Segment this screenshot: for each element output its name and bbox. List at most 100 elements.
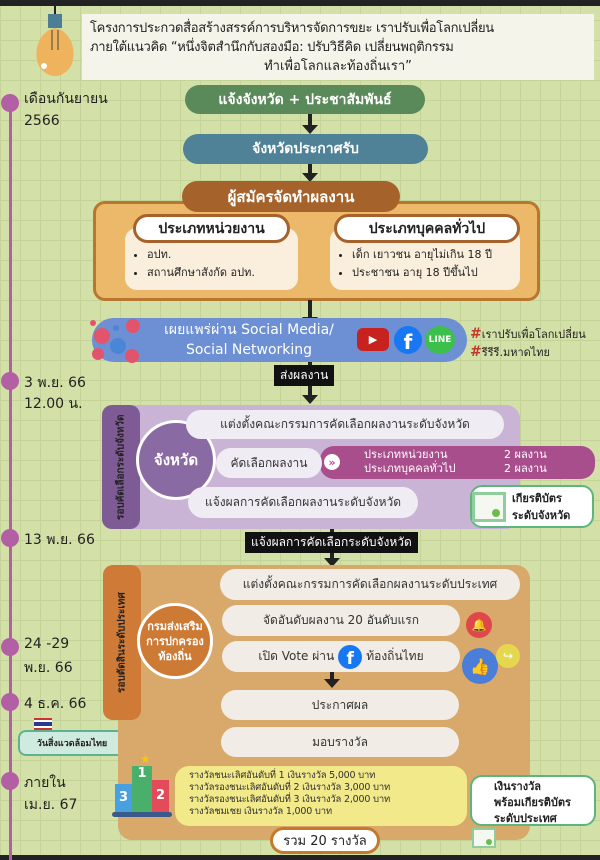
vote-label: เปิด Vote ผ่าน	[258, 649, 335, 663]
certificate-icon	[472, 828, 496, 848]
category-item: สถานศึกษาสังกัด อปท.	[147, 264, 298, 282]
bottom-bar	[0, 855, 600, 860]
cert-label: ระดับจังหวัด	[512, 509, 571, 522]
env-day-label: วันสิ่งแวดล้อมไทย	[36, 739, 108, 749]
timeline-line	[9, 100, 12, 860]
national-cert-card: เงินรางวัลพร้อมเกียรติบัตรระดับประเทศ	[470, 775, 596, 826]
cert-label: เงินรางวัล	[494, 780, 542, 793]
national-rank: จัดอันดับผลงาน 20 อันดับแรก	[222, 605, 460, 636]
line-label: LINE	[428, 335, 452, 345]
prize-item: รางวัลชมเชย เงินรางวัล 1,000 บาท	[189, 806, 332, 817]
top-bar	[0, 0, 600, 6]
prize-box: รางวัลชนะเลิศอันดับที่ 1 เงินรางวัล 5,00…	[175, 766, 467, 826]
social-line-2: Social Networking	[185, 342, 313, 358]
social-line-1: เผยแพร่ผ่าน Social Media/	[164, 322, 334, 338]
title-line-3: ทำเพื่อโลกและท้องถิ่นเรา”	[264, 59, 412, 74]
timeline-date: 2566	[24, 113, 60, 129]
province-result-label: แจ้งผลการคัดเลือกระดับจังหวัด	[245, 532, 418, 553]
arrow-down-icon	[302, 114, 318, 134]
connector-line	[302, 300, 318, 326]
chevron-right-icon: »	[324, 454, 340, 470]
thai-flag-icon	[34, 718, 52, 730]
title-box: โครงการประกวดสื่อสร้างสรรค์การบริหารจัดก…	[82, 14, 594, 80]
podium-icon: ★ 1 2 3	[112, 752, 178, 818]
national-tab-label: รอบตัดสินระดับประเทศ	[116, 592, 128, 693]
province-select: คัดเลือกผลงาน	[216, 448, 322, 478]
social-text: เผยแพร่ผ่าน Social Media/ Social Network…	[146, 320, 352, 360]
podium-second: 2	[152, 780, 169, 812]
podium-third: 3	[115, 784, 132, 812]
prize-item: รางวัลรองชนะเลิศอันดับที่ 3 เงินรางวัล 2…	[189, 794, 391, 805]
province-circle-label: จังหวัด	[153, 451, 199, 469]
province-tab-label: รอบคัดเลือกระดับจังหวัด	[115, 414, 127, 520]
hashtag: #รีรีรี.มหาดไทย	[470, 344, 551, 360]
timeline-dot	[1, 94, 19, 112]
category-item: เด็ก เยาวชน อายุไม่เกิน 18 ปี	[352, 246, 520, 264]
title-line-2: ภายใต้แนวคิด “หนึ่งจิตสำนึกกับสองมือ: ปร…	[90, 40, 454, 55]
timeline-date: เดือนกันยายน	[24, 91, 108, 107]
thumbs-up-icon: 👍	[462, 648, 498, 684]
share-icon: ↪	[496, 644, 520, 668]
national-announce: ประกาศผล	[221, 690, 459, 720]
step-announce: จังหวัดประกาศรับ	[183, 134, 428, 164]
cert-label: ระดับประเทศ	[494, 812, 557, 825]
hashtag: #เราปรับเพื่อโลกเปลี่ยน	[470, 326, 586, 342]
province-tab: รอบคัดเลือกระดับจังหวัด	[102, 405, 140, 529]
line-icon: LINE	[425, 326, 455, 354]
timeline-date: 12.00 น.	[24, 396, 83, 412]
arrow-down-icon	[302, 164, 318, 182]
category-item: ประชาชน อายุ 18 ปีขึ้นไป	[352, 264, 520, 282]
cert-label: เกียรติบัตร	[512, 492, 562, 505]
certificate-icon	[472, 492, 506, 522]
national-award: มอบรางวัล	[221, 727, 459, 757]
timeline-date: ภายใน	[24, 775, 66, 791]
quota-count: 2 ผลงาน	[504, 462, 547, 475]
timeline-dot	[1, 529, 19, 547]
prize-item: รางวัลชนะเลิศอันดับที่ 1 เงินรางวัล 5,00…	[189, 770, 376, 781]
national-circle: กรมส่งเสริมการปกครองท้องถิ่น	[137, 603, 213, 679]
timeline-dot	[1, 638, 19, 656]
timeline-date: พ.ย. 66	[24, 660, 73, 676]
prize-item: รางวัลรองชนะเลิศอันดับที่ 2 เงินรางวัล 3…	[189, 782, 391, 793]
lightbulb-icon	[30, 0, 80, 80]
national-vote: เปิด Vote ผ่าน f ท้องถิ่นไทย	[222, 641, 460, 672]
title-line-1: โครงการประกวดสื่อสร้างสรรค์การบริหารจัดก…	[90, 21, 494, 36]
timeline-date: 3 พ.ย. 66	[24, 375, 86, 391]
province-appoint: แต่งตั้งคณะกรรมการคัดเลือกผลงานระดับจังห…	[186, 410, 504, 439]
cert-label: พร้อมเกียรติบัตร	[494, 796, 571, 809]
hashtag-text: เราปรับเพื่อโลกเปลี่ยน	[481, 328, 586, 341]
arrow-down-icon	[324, 672, 340, 688]
bell-icon: 🔔	[466, 612, 492, 638]
step-applicants: ผู้สมัครจัดทำผลงาน	[182, 181, 400, 212]
national-circle-label: ท้องถิ่น	[158, 649, 192, 663]
hearts-likes-icon	[88, 316, 143, 366]
timeline-dot	[1, 693, 19, 711]
national-appoint: แต่งตั้งคณะกรรมการคัดเลือกผลงานระดับประเ…	[220, 569, 520, 600]
hashtag-text: รีรีรี.มหาดไทย	[481, 346, 551, 359]
national-circle-label: การปกครอง	[146, 634, 204, 648]
category-item: อปท.	[147, 246, 298, 264]
podium-first: 1	[132, 766, 152, 812]
env-day-badge: วันสิ่งแวดล้อมไทย	[18, 718, 126, 756]
timeline-date: 24 -29	[24, 636, 70, 652]
facebook-icon: f	[338, 644, 363, 669]
timeline-date: เม.ย. 67	[24, 797, 78, 813]
quota-count: 2 ผลงาน	[504, 448, 547, 461]
quota-type: ประเภทหน่วยงาน	[364, 448, 448, 461]
quota-box: ประเภทหน่วยงาน 2 ผลงาน ประเภทบุคคลทั่วไป 2…	[320, 446, 595, 479]
submit-label: ส่งผลงาน	[274, 365, 335, 386]
national-circle-label: กรมส่งเสริม	[147, 619, 203, 633]
province-notify: แจ้งผลการคัดเลือกผลงานระดับจังหวัด	[188, 487, 418, 518]
total-awards: รวม 20 รางวัล	[270, 827, 380, 854]
national-tab: รอบตัดสินระดับประเทศ	[103, 565, 141, 720]
timeline-dot	[1, 372, 19, 390]
timeline-date: 13 พ.ย. 66	[24, 532, 95, 548]
facebook-icon: f	[394, 326, 422, 354]
quota-type: ประเภทบุคคลทั่วไป	[364, 462, 456, 475]
category-title: ประเภทหน่วยงาน	[133, 214, 290, 243]
timeline-date: 4 ธ.ค. 66	[24, 696, 87, 712]
timeline-dot	[1, 772, 19, 790]
step-notify: แจ้งจังหวัด + ประชาสัมพันธ์	[185, 85, 425, 114]
youtube-icon: ▶	[357, 328, 389, 351]
category-title: ประเภทบุคคลทั่วไป	[334, 214, 520, 243]
